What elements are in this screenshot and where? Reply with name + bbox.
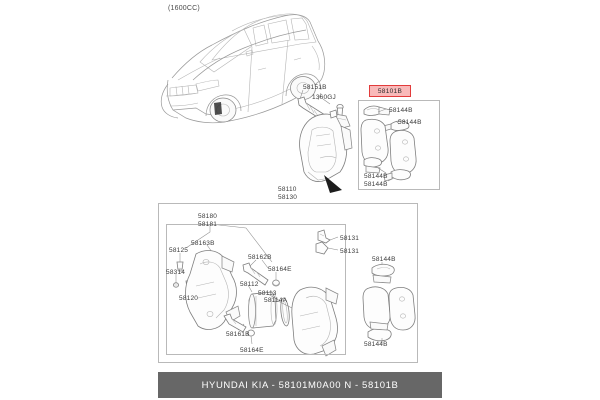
part-number-l-58164e-2: 58164E	[240, 347, 264, 354]
part-number-l-58162b: 58162B	[248, 254, 272, 261]
part-number-l-58144b-1: 58144B	[372, 256, 396, 263]
part-number-l-58120: 58120	[179, 295, 199, 302]
highlighted-part-number-text: 58101B	[377, 87, 403, 95]
part-number-p-58144b-2: 58144B	[398, 119, 422, 126]
part-number-l-58113: 58113	[258, 290, 277, 297]
part-number-l-58114a: 58114A	[264, 297, 288, 304]
lower-assembly-outer-box	[158, 203, 418, 363]
part-number-p-58144b-3: 58144B	[364, 173, 388, 180]
footer-banner: HYUNDAI KIA - 58101M0A00 N - 58101B	[158, 372, 442, 398]
highlighted-part-number-chip[interactable]: 58101B	[369, 85, 411, 97]
caliper-callout-arrow	[324, 175, 342, 193]
part-number-l-58161b: 58161B	[226, 331, 250, 338]
engine-displacement-note: (1600CC)	[168, 5, 200, 12]
part-number-t-58130: 58130	[278, 194, 298, 201]
part-number-t-1360gj: 1360GJ	[312, 94, 336, 101]
part-number-l-58144b-2: 58144B	[364, 341, 388, 348]
part-number-l-58131-2: 58131	[340, 248, 360, 255]
part-number-l-58164e-1: 58164E	[268, 266, 292, 273]
part-number-t-58151b: 58151B	[303, 84, 327, 91]
part-number-l-58180: 58180	[198, 213, 218, 220]
part-number-l-58125: 58125	[169, 247, 189, 254]
suv-line-drawing	[160, 13, 326, 124]
lower-assembly-inner-box	[166, 224, 346, 355]
part-number-l-58181: 58181	[198, 221, 218, 228]
part-number-p-58144b-1: 58144B	[389, 107, 413, 114]
part-number-t-58110: 58110	[278, 186, 297, 193]
part-number-l-58314: 58314	[166, 269, 186, 276]
front-brake-caliper-assembly	[299, 109, 353, 182]
part-number-l-58163b: 58163B	[191, 240, 215, 247]
footer-part-reference: HYUNDAI KIA - 58101M0A00 N - 58101B	[201, 379, 399, 391]
part-number-l-58131-1: 58131	[340, 235, 360, 242]
pad-kit-callout-box	[358, 100, 440, 190]
part-number-l-58112: 58112	[240, 281, 259, 288]
part-number-p-58144b-4: 58144B	[364, 181, 388, 188]
